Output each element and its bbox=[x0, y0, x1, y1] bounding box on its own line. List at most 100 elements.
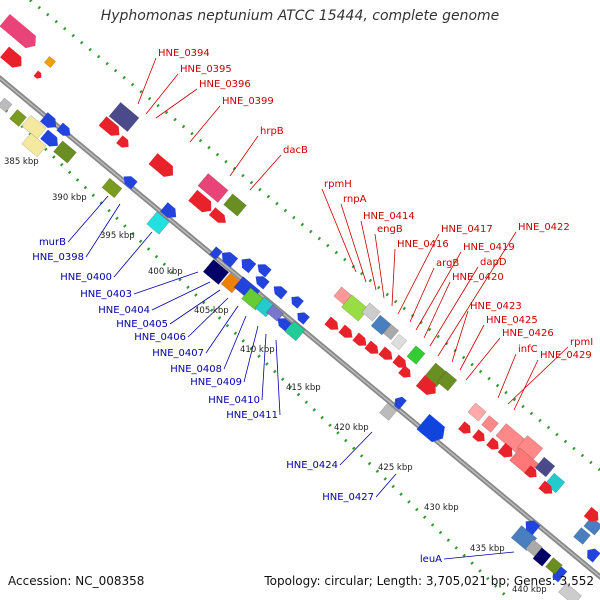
gene-feature-68 bbox=[486, 437, 499, 450]
leader-fwd-12 bbox=[409, 267, 435, 323]
gene-feature-18 bbox=[197, 173, 229, 203]
leader-fwd-4 bbox=[229, 135, 259, 177]
gene-label-fwd: HNE_0426 bbox=[502, 328, 554, 339]
gene-label-fwd: HNE_0417 bbox=[441, 224, 493, 235]
gene-feature-7 bbox=[40, 112, 57, 128]
gene-feature-23 bbox=[160, 202, 177, 218]
accession-text: Accession: NC_008358 bbox=[8, 574, 145, 588]
gene-feature-22 bbox=[146, 211, 170, 235]
gene-label-fwd: HNE_0419 bbox=[463, 242, 515, 253]
kbp-tick-label: 395 kbp bbox=[100, 231, 135, 241]
kbp-tick-label: 390 kbp bbox=[52, 193, 87, 203]
gene-label-rev: HNE_0406 bbox=[134, 332, 186, 343]
kbp-tick-label: 440 kbp bbox=[512, 585, 547, 595]
gene-label-fwd: HNE_0414 bbox=[363, 211, 415, 222]
gene-label-fwd: HNE_0416 bbox=[397, 239, 449, 250]
leader-fwd-19 bbox=[465, 337, 501, 381]
leader-rev-1 bbox=[85, 203, 121, 258]
gene-feature-55 bbox=[436, 370, 458, 392]
gene-label-fwd: HNE_0429 bbox=[540, 350, 592, 361]
gene-feature-72 bbox=[538, 480, 553, 494]
leader-rev-9 bbox=[243, 325, 259, 383]
gene-label-rev: HNE_0405 bbox=[116, 319, 168, 330]
gene-feature-24 bbox=[209, 246, 223, 260]
gene-feature-1 bbox=[0, 46, 22, 68]
gene-feature-28 bbox=[202, 259, 230, 285]
leader-rev-3 bbox=[133, 271, 199, 295]
gene-feature-58 bbox=[394, 396, 407, 410]
gene-feature-76 bbox=[525, 520, 541, 536]
gene-feature-82 bbox=[583, 506, 599, 522]
leader-fwd-1 bbox=[145, 73, 179, 115]
leader-rev-13 bbox=[375, 473, 397, 498]
genome-summary-text: Topology: circular; Length: 3,705,021 bp… bbox=[264, 574, 594, 588]
leader-fwd-0 bbox=[137, 57, 157, 105]
gene-label-fwd: dacB bbox=[283, 145, 308, 156]
leader-fwd-20 bbox=[497, 353, 517, 399]
leader-rev-12 bbox=[339, 431, 373, 466]
gene-feature-15 bbox=[148, 153, 173, 177]
gene-feature-78 bbox=[545, 557, 563, 575]
gene-feature-71 bbox=[524, 465, 537, 478]
gene-feature-79 bbox=[573, 527, 591, 545]
gene-feature-2 bbox=[44, 56, 56, 68]
gene-feature-38 bbox=[291, 296, 304, 309]
leader-fwd-14 bbox=[423, 281, 451, 339]
leader-fwd-3 bbox=[189, 105, 221, 143]
gene-feature-12 bbox=[108, 102, 140, 132]
gene-feature-35 bbox=[284, 320, 306, 342]
gene-feature-11 bbox=[56, 122, 71, 136]
kbp-tick-label: 415 kbp bbox=[286, 383, 321, 393]
gene-label-fwd: rnpA bbox=[343, 194, 367, 205]
leader-rev-2 bbox=[113, 231, 153, 278]
gene-feature-17 bbox=[123, 176, 138, 190]
gene-feature-16 bbox=[101, 177, 123, 199]
gene-feature-10 bbox=[53, 140, 77, 164]
gene-feature-39 bbox=[297, 312, 310, 325]
label-leader-lines bbox=[67, 57, 569, 560]
leader-fwd-2 bbox=[155, 88, 198, 119]
gene-features bbox=[0, 14, 600, 600]
leader-rev-6 bbox=[187, 297, 229, 338]
gene-label-rev: HNE_0403 bbox=[80, 289, 132, 300]
gene-feature-26 bbox=[241, 258, 257, 274]
gene-feature-43 bbox=[370, 314, 392, 336]
gene-feature-81 bbox=[587, 548, 600, 563]
leader-fwd-10 bbox=[391, 248, 396, 307]
gene-label-rev: HNE_0409 bbox=[190, 377, 242, 388]
leader-fwd-18 bbox=[459, 324, 485, 371]
leader-rev-5 bbox=[169, 289, 221, 325]
gene-feature-53 bbox=[398, 365, 411, 378]
leader-fwd-9 bbox=[374, 233, 385, 299]
gene-feature-41 bbox=[341, 294, 369, 322]
gene-feature-66 bbox=[458, 421, 471, 434]
gene-feature-8 bbox=[21, 132, 47, 158]
gene-label-rev: HNE_0411 bbox=[226, 410, 278, 421]
kbp-tick-label: 435 kbp bbox=[470, 544, 505, 554]
gene-label-fwd: infC bbox=[518, 344, 538, 355]
leader-rev-0 bbox=[67, 195, 109, 243]
leader-fwd-15 bbox=[429, 266, 479, 347]
leader-rev-8 bbox=[223, 315, 247, 370]
gene-label-fwd: HNE_0394 bbox=[158, 48, 210, 59]
gene-label-rev: HNE_0398 bbox=[32, 252, 84, 263]
gene-feature-25 bbox=[221, 252, 238, 268]
gene-label-rev: HNE_0410 bbox=[208, 395, 260, 406]
gene-feature-45 bbox=[390, 333, 408, 351]
gene-feature-64 bbox=[534, 456, 556, 478]
gene-feature-4 bbox=[0, 97, 13, 113]
gene-feature-67 bbox=[472, 429, 485, 442]
gene-feature-47 bbox=[324, 316, 339, 330]
gene-feature-59 bbox=[416, 413, 445, 443]
gene-feature-14 bbox=[116, 135, 129, 148]
gene-feature-60 bbox=[467, 402, 487, 422]
gene-feature-27 bbox=[257, 264, 272, 278]
gene-feature-20 bbox=[223, 193, 247, 217]
gene-label-fwd: HNE_0396 bbox=[199, 79, 251, 90]
gene-label-fwd: dapD bbox=[480, 257, 507, 268]
gene-label-fwd: HNE_0423 bbox=[470, 301, 522, 312]
leader-fwd-5 bbox=[249, 154, 282, 191]
gene-label-rev: HNE_0427 bbox=[322, 492, 374, 503]
